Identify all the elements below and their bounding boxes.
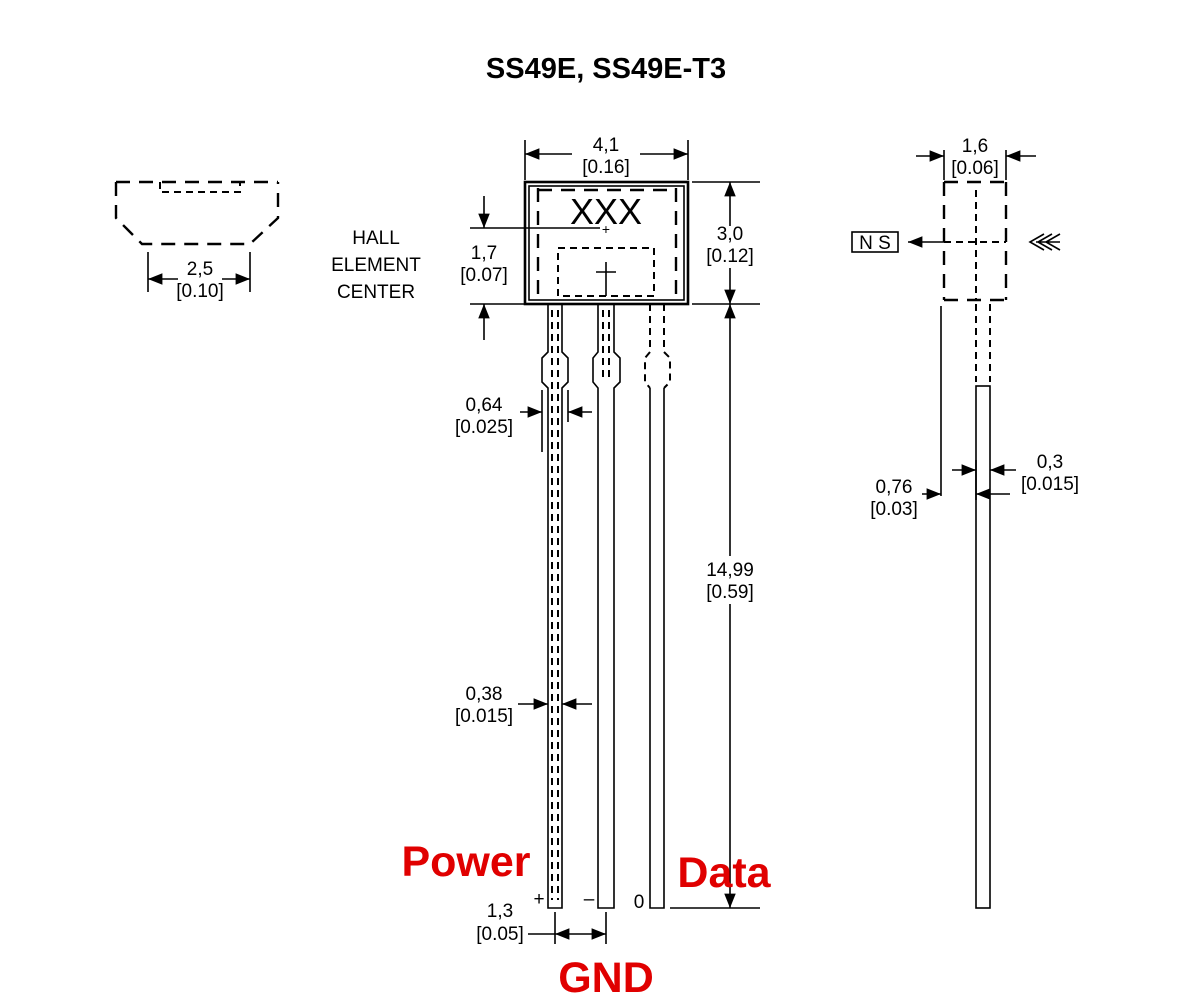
- hall-label-line3: CENTER: [337, 282, 415, 303]
- label-gnd: GND: [558, 954, 654, 1000]
- dim-0-64: 0,64: [466, 395, 503, 416]
- dim-0-015-side: [0.015]: [1021, 474, 1079, 495]
- dim-0-76: 0,76: [876, 477, 913, 498]
- magnet-box: [851, 231, 899, 253]
- lead-outline: [541, 304, 569, 909]
- front-view: XXX + 4,1 [0.16] 3,0 [0.12] 1,7 [0.07] H…: [331, 135, 760, 945]
- dim-1-7: 1,7: [471, 243, 497, 264]
- dim-1-6: 1,6: [962, 136, 988, 157]
- lead-outline: [649, 388, 665, 909]
- dim-14-99: 14,99: [706, 560, 754, 581]
- lead-gnd: [592, 304, 621, 909]
- dim-0-10: [0.10]: [176, 281, 224, 302]
- body-hidden-lines: [536, 188, 678, 300]
- lead-data: [644, 304, 671, 909]
- side-view: 1,6 [0.06] N S 0,76 [0.03] 0,3 [0.015]: [851, 136, 1079, 909]
- dim-0-16: [0.16]: [582, 157, 630, 178]
- dim-0-3: 0,3: [1037, 452, 1063, 473]
- side-hidden: [944, 190, 1006, 300]
- hall-label-line1: HALL: [352, 228, 400, 249]
- field-direction-icon: [1028, 233, 1061, 251]
- dim-0-59: [0.59]: [706, 582, 754, 603]
- package-body: [523, 180, 690, 306]
- dim-0-025: [0.025]: [455, 417, 513, 438]
- label-power: Power: [401, 838, 530, 886]
- dim-0-06: [0.06]: [951, 158, 999, 179]
- marking-text: XXX: [570, 191, 642, 232]
- top-view-outline: [114, 182, 280, 246]
- lead-hidden: [602, 310, 610, 380]
- magnet-label: N S: [859, 233, 891, 254]
- hall-label-line2: ELEMENT: [331, 255, 421, 276]
- dim-0-015: [0.015]: [455, 706, 513, 727]
- side-lead-hidden: [975, 304, 991, 382]
- dim-0-03: [0.03]: [870, 499, 918, 520]
- top-view-inner: [159, 182, 241, 193]
- dim-1-3: 1,3: [487, 901, 513, 922]
- lead-hidden: [644, 304, 671, 389]
- package-body-inner: [528, 185, 685, 301]
- dim-0-07: [0.07]: [460, 265, 508, 286]
- lead-power: [541, 304, 569, 909]
- top-view: 2,5 [0.10]: [114, 180, 280, 302]
- dim-3-0: 3,0: [717, 224, 743, 245]
- drawing-title: SS49E, SS49E-T3: [486, 53, 726, 85]
- lead-outline: [592, 304, 621, 909]
- pin-mark-zero: 0: [634, 892, 645, 913]
- center-mark: +: [602, 221, 610, 237]
- dim-4-1: 4,1: [593, 135, 619, 156]
- dim-0-12: [0.12]: [706, 246, 754, 267]
- side-lead: [975, 385, 991, 909]
- dim-2-5: 2,5: [187, 259, 213, 280]
- dim-0-05: [0.05]: [476, 924, 524, 945]
- label-data: Data: [677, 849, 771, 897]
- dim-0-38: 0,38: [466, 684, 503, 705]
- lead-hidden: [551, 310, 559, 900]
- pin-mark-minus: –: [584, 889, 595, 910]
- pin-mark-plus: +: [533, 889, 544, 910]
